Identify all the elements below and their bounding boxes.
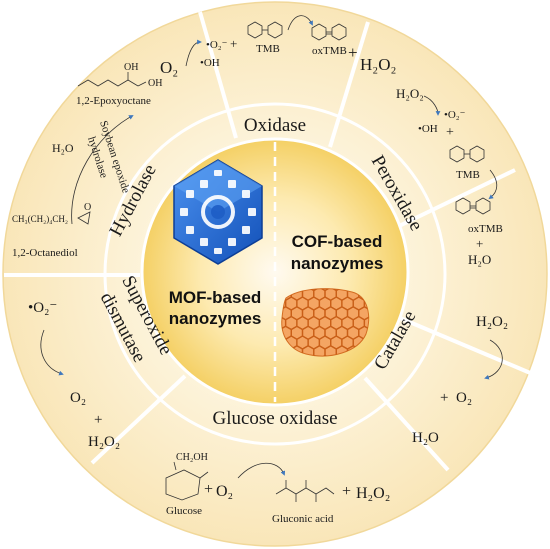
peroxidase-plus-1: + — [446, 125, 454, 140]
epoxyoctane-oh-2-label: OH — [148, 78, 162, 89]
oxidase-o2: O₂ — [160, 58, 178, 77]
oxidase-h2o2: H₂O₂ — [360, 55, 396, 74]
glucose-molecule-icon — [165, 461, 209, 501]
segment-label-glucose-oxidase: Glucose oxidase — [212, 408, 337, 429]
inner-ring-edge — [103, 102, 447, 446]
catalase-arrow-icon — [484, 339, 503, 380]
gluconic-acid-label: Gluconic acid — [272, 513, 334, 525]
glucose-h2o2: H₂O₂ — [356, 485, 390, 502]
mof-title-line2: nanozymes — [169, 309, 262, 328]
oxidase-superoxide: •O₂⁻ — [206, 39, 228, 51]
glucose-label: Glucose — [166, 505, 202, 517]
glucose-ch2oh-label: CH₂OH — [176, 452, 208, 463]
oxidase-plus-2: + — [348, 43, 358, 62]
cof-title-line2: nanozymes — [291, 254, 384, 273]
peroxidase-plus-2: + — [476, 236, 483, 251]
octanediol-label: 1,2-Octanediol — [12, 247, 78, 259]
gluconic-acid-molecule-icon — [275, 480, 335, 502]
oxidase-reaction: O₂ •O₂⁻ + •OH TMB oxTMB + H₂O₂ — [160, 15, 396, 77]
peroxidase-superoxide: •O₂⁻ — [444, 109, 466, 121]
sod-h2o2: H₂O₂ — [88, 434, 120, 450]
epoxyoctane-oh-1-label: OH — [124, 62, 138, 73]
sod-superoxide: •O₂⁻ — [28, 300, 57, 316]
peroxidase-oxtmb-molecule-icon — [455, 197, 491, 215]
catalase-h2o2: H₂O₂ — [476, 314, 508, 330]
cof-pore — [318, 354, 332, 356]
hydrolase-arrow-icon — [71, 115, 134, 225]
sod-plus: + — [94, 412, 102, 428]
mof-crystal-icon — [173, 159, 263, 265]
oxidase-plus-1: + — [230, 36, 237, 51]
epoxyoctane-label: 1,2-Epoxyoctane — [76, 95, 151, 107]
glucose-arrow-icon — [237, 462, 286, 479]
segment-dividers — [4, 11, 536, 472]
glucose-plus-2: + — [342, 483, 351, 500]
cof-title-line1: COF-based — [292, 232, 383, 251]
peroxidase-arrow-1-icon — [423, 95, 441, 116]
oxidase-arrow-1-icon — [185, 39, 202, 67]
glucose-oxidase-reaction: CH₂OH Glucose + O₂ Gluconic acid + H₂O₂ — [165, 452, 390, 525]
segment-label-oxidase: Oxidase — [244, 115, 306, 136]
peroxidase-reaction: H₂O₂ •O₂⁻ •OH + TMB oxTMB + H₂O — [396, 86, 503, 267]
peroxidase-tmb: TMB — [456, 169, 480, 181]
catalase-o2: O₂ — [456, 390, 472, 406]
catalase-reaction: H₂O₂ + O₂ H₂O — [412, 314, 508, 446]
epoxide-ring-icon — [77, 211, 91, 225]
oxidase-oxtmb-molecule-icon — [311, 23, 347, 41]
hydrolase-substrate: CH₃(CH₂)₄CH₂ — [12, 214, 68, 224]
hydrolase-h2o: H₂O — [52, 141, 74, 155]
glucose-plus-1: + — [204, 481, 213, 498]
sod-reaction: •O₂⁻ O₂ + H₂O₂ — [28, 300, 120, 450]
peroxidase-tmb-molecule-icon — [449, 145, 485, 163]
peroxidase-arrow-2-icon — [488, 169, 498, 200]
oxidase-arrow-2-icon — [287, 15, 313, 31]
peroxidase-hydroxyl: •OH — [418, 123, 438, 135]
peroxidase-h2o: H₂O — [468, 252, 491, 267]
sod-o2: O₂ — [70, 390, 86, 406]
oxidase-hydroxyl: •OH — [200, 57, 220, 69]
oxidase-tmb-molecule-icon — [247, 21, 283, 39]
peroxidase-oxtmb: oxTMB — [468, 223, 503, 235]
sod-arrow-icon — [40, 329, 64, 376]
oxidase-tmb: TMB — [256, 43, 280, 55]
peroxidase-h2o2: H₂O₂ — [396, 86, 424, 101]
catalase-h2o: H₂O — [412, 430, 439, 446]
oxidase-oxtmb: oxTMB — [312, 45, 347, 57]
epoxide-o-label: O — [84, 202, 91, 213]
epoxyoctane-molecule-icon — [77, 72, 147, 87]
mof-title-line1: MOF-based — [169, 288, 262, 307]
glucose-o2: O₂ — [216, 483, 233, 500]
catalase-plus: + — [440, 390, 448, 406]
